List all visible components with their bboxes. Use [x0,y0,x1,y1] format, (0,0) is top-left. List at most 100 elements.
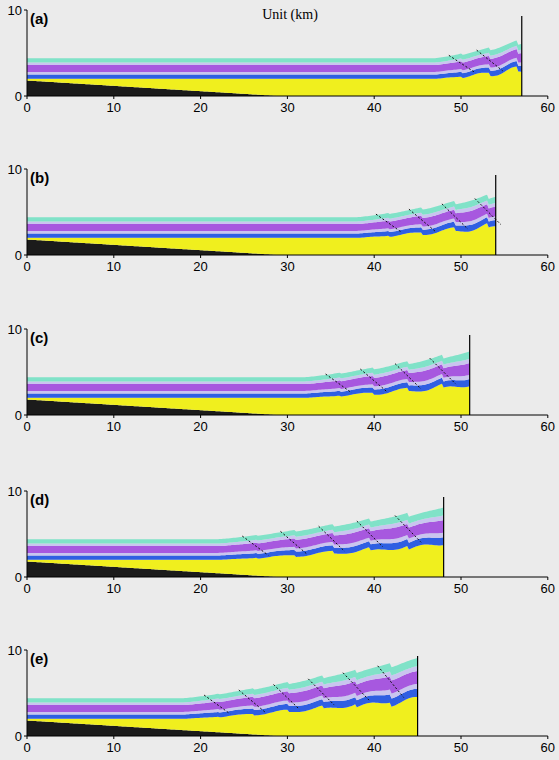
y-tick-label: 10 [8,644,22,657]
x-tick-label: 0 [23,101,30,114]
x-tick-label: 40 [367,420,381,433]
x-tick-label: 60 [541,582,555,595]
x-tick [113,736,114,739]
x-tick-label: 10 [107,101,121,114]
y-tick-label: 10 [8,323,22,336]
y-tick-label: 10 [8,163,22,176]
thrust-fault [409,209,435,231]
model-panel [24,169,548,258]
x-tick-label: 30 [280,101,294,114]
y-tick [24,491,27,492]
backstop-wall [443,497,444,577]
unit-note: Unit (km) [262,8,318,22]
x-tick [547,255,548,258]
model-panel [24,650,548,739]
y-tick [24,96,27,97]
thrust-fault [204,695,230,714]
thrust-fault [475,199,501,225]
strata-band [27,40,522,62]
x-tick-label: 0 [23,420,30,433]
backstop-wall [495,175,496,255]
layer-group [27,40,522,96]
y-axis [27,650,28,736]
y-tick [24,736,27,737]
strata-band [27,195,496,222]
layer-group [27,351,470,415]
y-tick [24,329,27,330]
x-tick [200,255,201,258]
x-tick-label: 60 [541,260,555,273]
thrust-fault [395,364,421,389]
thrust-fault [274,685,300,710]
thrust-fault [357,521,383,547]
y-tick-label: 10 [8,4,22,17]
y-tick-label: 10 [8,485,22,498]
thrust-fault [326,374,352,393]
panel-label: (c) [30,330,48,345]
backstop-wall [469,335,470,415]
model-panel [24,329,548,418]
x-tick [461,736,462,739]
thrust-fault [376,214,402,232]
strata-band [27,351,470,381]
x-tick [287,577,288,580]
thrust-fault [442,204,468,229]
y-tick [24,169,27,170]
x-tick-label: 20 [193,260,207,273]
panel-label: (d) [30,492,49,507]
x-tick [547,577,548,580]
y-tick-label: 0 [15,409,22,422]
strata-band [27,507,444,543]
y-axis [27,491,28,577]
x-tick [461,415,462,418]
x-tick [200,577,201,580]
x-tick-label: 10 [107,741,121,754]
y-tick-label: 0 [15,249,22,262]
x-tick-label: 10 [107,582,121,595]
x-tick [287,96,288,99]
x-tick [200,736,201,739]
x-tick [374,577,375,580]
x-tick [461,255,462,258]
thrust-fault [239,690,265,712]
x-tick-label: 40 [367,582,381,595]
x-tick-label: 0 [23,741,30,754]
backstop-wall [417,656,418,736]
x-tick-label: 60 [541,420,555,433]
x-tick [200,96,201,99]
x-tick [374,736,375,739]
x-tick-label: 40 [367,101,381,114]
thrust-fault [378,666,404,698]
x-tick-label: 20 [193,741,207,754]
thrust-fault [449,55,475,72]
x-tick-label: 20 [193,582,207,595]
x-tick-label: 30 [280,260,294,273]
x-tick [287,255,288,258]
thrust-fault [319,526,345,551]
x-tick [113,577,114,580]
panel-label: (b) [30,170,49,185]
thrust-fault [430,358,456,384]
thrust-fault [280,531,306,553]
x-tick [547,415,548,418]
backstop-wall [521,16,522,96]
x-tick [113,415,114,418]
x-tick-label: 50 [454,101,468,114]
panel-label: (e) [30,651,48,666]
y-axis [27,169,28,255]
y-tick-label: 0 [15,90,22,103]
x-tick [287,736,288,739]
x-tick [287,415,288,418]
thrust-fault [308,679,334,705]
x-tick-label: 40 [367,260,381,273]
model-panel [24,10,548,99]
x-tick-label: 20 [193,101,207,114]
x-tick-label: 0 [23,260,30,273]
thrust-fault [242,536,268,555]
x-tick [113,96,114,99]
x-tick-label: 30 [280,741,294,754]
y-tick-label: 0 [15,571,22,584]
x-tick [113,255,114,258]
x-tick [200,415,201,418]
